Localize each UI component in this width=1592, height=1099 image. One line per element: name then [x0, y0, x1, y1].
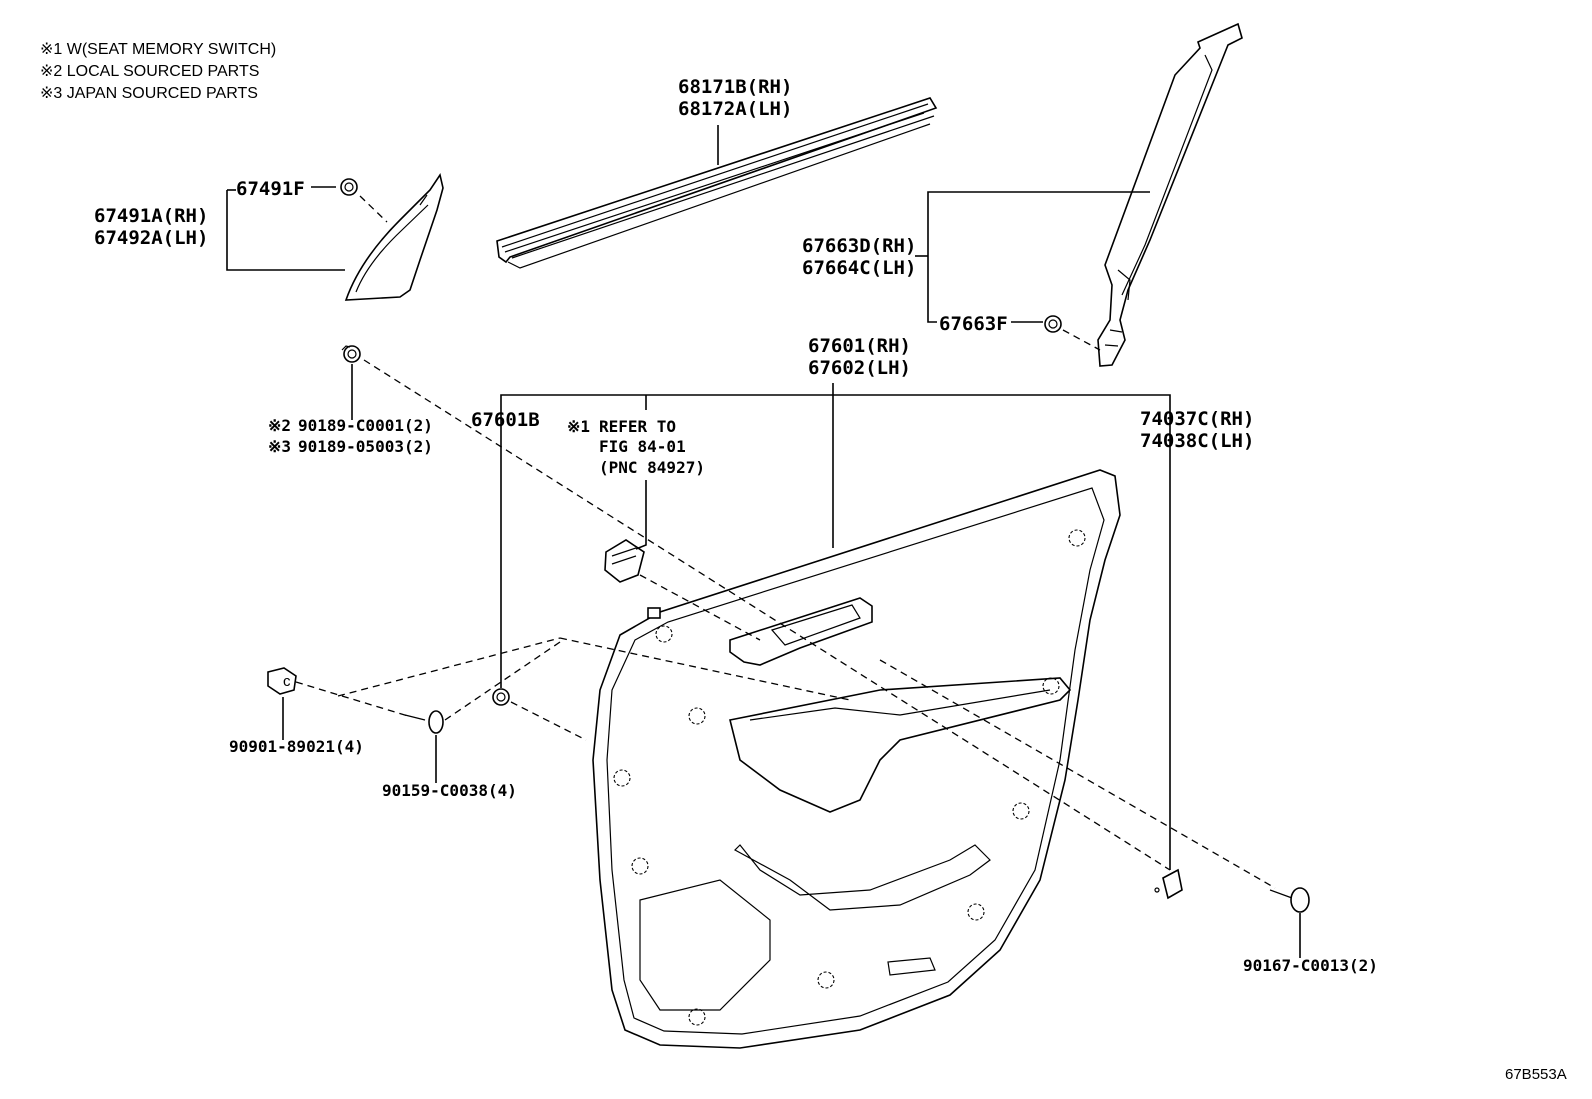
label-68172a-lh: 68172A(LH): [678, 98, 792, 120]
note-local-sourced: ※2 LOCAL SOURCED PARTS: [40, 63, 259, 80]
label-74038c-lh: 74038C(LH): [1140, 430, 1254, 452]
label-refer-mark: ※1: [567, 417, 590, 436]
note-seat-memory-switch: ※1 W(SEAT MEMORY SWITCH): [40, 41, 276, 58]
label-68171b-rh: 68171B(RH): [678, 76, 792, 98]
label-refer-fig: FIG 84-01: [599, 437, 686, 456]
door-panel-part: [592, 469, 1121, 1049]
label-90901-89021: 90901-89021(4): [229, 737, 364, 756]
clip-90901-glyph: c: [283, 673, 291, 690]
corner-cover-part: [340, 173, 444, 301]
label-74037c-rh: 74037C(RH): [1140, 408, 1254, 430]
label-67602-lh: 67602(LH): [808, 357, 911, 379]
clip-90901-part: c: [267, 637, 851, 740]
corner-cover-bracket: [226, 186, 345, 271]
label-67492a-lh: 67492A(LH): [94, 227, 208, 249]
seat-memory-switch-part: [604, 539, 761, 641]
label-67601-rh: 67601(RH): [808, 335, 911, 357]
label-67491f: 67491F: [236, 178, 305, 200]
notes-block: ※1 W(SEAT MEMORY SWITCH) ※2 LOCAL SOURCE…: [40, 41, 276, 102]
label-67601b: 67601B: [471, 409, 540, 431]
screw-90167-part: [879, 659, 1310, 958]
note-japan-sourced: ※3 JAPAN SOURCED PARTS: [40, 85, 258, 102]
label-90189-05003: 90189-05003(2): [298, 437, 433, 456]
label-refer-to: REFER TO: [599, 417, 676, 436]
label-67491a-rh: 67491A(RH): [94, 205, 208, 227]
door-panel-bracket: [500, 383, 1171, 870]
label-90159-c0038: 90159-C0038(4): [382, 781, 517, 800]
label-90167-c0013: 90167-C0013(2): [1243, 956, 1378, 975]
diagram-code: 67B553A: [1505, 1066, 1567, 1083]
screw-90159-part: [404, 641, 561, 783]
label-67664c-lh: 67664C(LH): [802, 257, 916, 279]
label-67663f: 67663F: [939, 313, 1008, 335]
pillar-garnish-part: [1044, 22, 1243, 367]
label-mark-3: ※3: [268, 437, 291, 456]
label-mark-2: ※2: [268, 416, 291, 435]
cap-cover-part: [1154, 868, 1183, 900]
label-refer-pnc: (PNC 84927): [599, 458, 705, 477]
pillar-garnish-bracket: [915, 191, 1150, 323]
clip-90189-part: [341, 345, 1171, 871]
label-90189-c0001: 90189-C0001(2): [298, 416, 433, 435]
label-67663d-rh: 67663D(RH): [802, 235, 916, 257]
clip-67601b-part: [492, 688, 587, 741]
weatherstrip-part: [496, 97, 938, 269]
